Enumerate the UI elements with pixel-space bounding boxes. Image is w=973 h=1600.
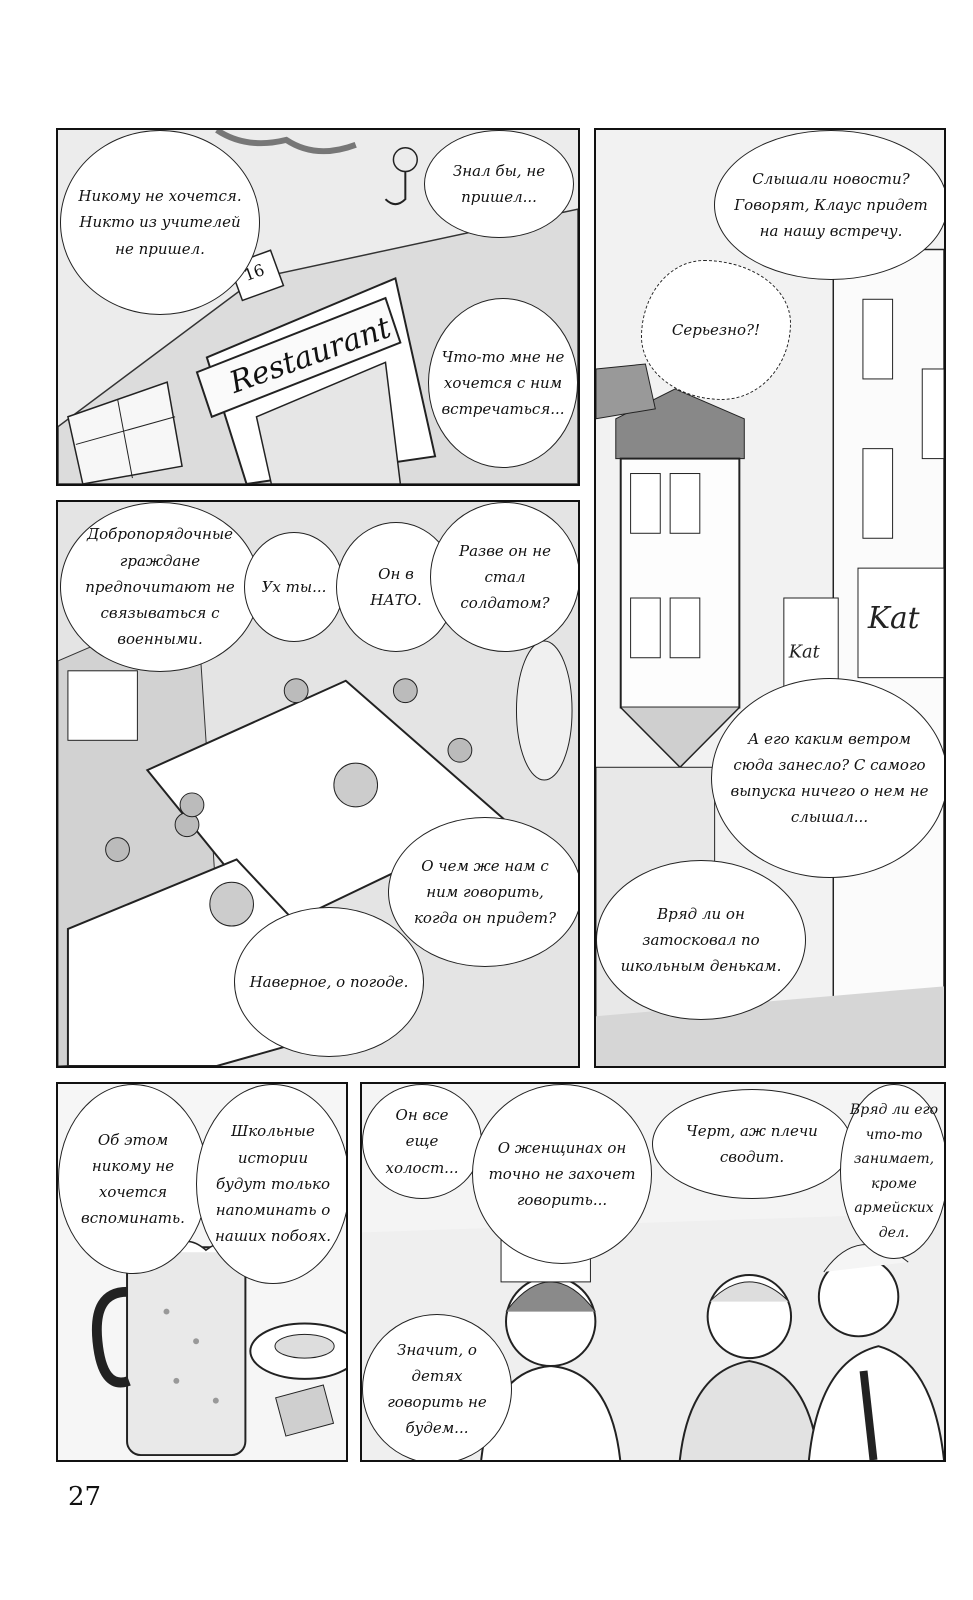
speech-bubble: Знал бы, не пришел... [424, 130, 574, 238]
speech-bubble: Ух ты... [244, 532, 344, 642]
speech-bubble: А его каким ветром сюда занесло? С самог… [711, 678, 944, 878]
svg-text:Kat: Kat [788, 642, 821, 663]
speech-bubble: Слышали новости? Говорят, Клаус придет н… [714, 130, 944, 280]
speech-bubble: Черт, аж плечи сводит. [652, 1089, 852, 1199]
svg-text:Kat: Kat [867, 601, 920, 636]
shout-bubble: Серьезно?! [641, 260, 791, 400]
speech-bubble: Никому не хочется. Никто из учителей не … [60, 130, 260, 315]
panel-restaurant-interior: Добропорядочные граждане предпочитают не… [56, 500, 580, 1068]
speech-bubble: Значит, о детях говорить не будем... [362, 1314, 512, 1460]
panel-three-men: Он все еще холост... О женщинах он точно… [360, 1082, 946, 1462]
panel-beer-mug: Об этом никому не хочется вспоминать. Шк… [56, 1082, 348, 1462]
speech-bubble: Вряд ли он затосковал по школьным денька… [596, 860, 806, 1020]
speech-bubble: Что-то мне не хочется с ним встречаться.… [428, 298, 578, 468]
speech-bubble: Наверное, о погоде. [234, 907, 424, 1057]
panel-restaurant-facade: 16 Restaurant Никому не хочется. Никто и… [56, 128, 580, 486]
speech-bubble: Школьные истории будут только напоминать… [196, 1084, 346, 1284]
speech-bubble: Он все еще холост... [362, 1084, 482, 1199]
speech-bubble: О чем же нам с ним говорить, когда он пр… [388, 817, 578, 967]
speech-bubble: Вряд ли его что-то занимает, кроме армей… [840, 1084, 944, 1259]
panel-street-view: Kat Kat Слышали новости? Говорят, Клаус … [594, 128, 946, 1068]
speech-bubble: Добропорядочные граждане предпочитают не… [60, 502, 260, 672]
page-number: 27 [68, 1482, 102, 1512]
speech-bubble: Разве он не стал солдатом? [430, 502, 578, 652]
speech-bubble: О женщинах он точно не захочет говорить.… [472, 1084, 652, 1264]
speech-bubble: Об этом никому не хочется вспоминать. [58, 1084, 208, 1274]
